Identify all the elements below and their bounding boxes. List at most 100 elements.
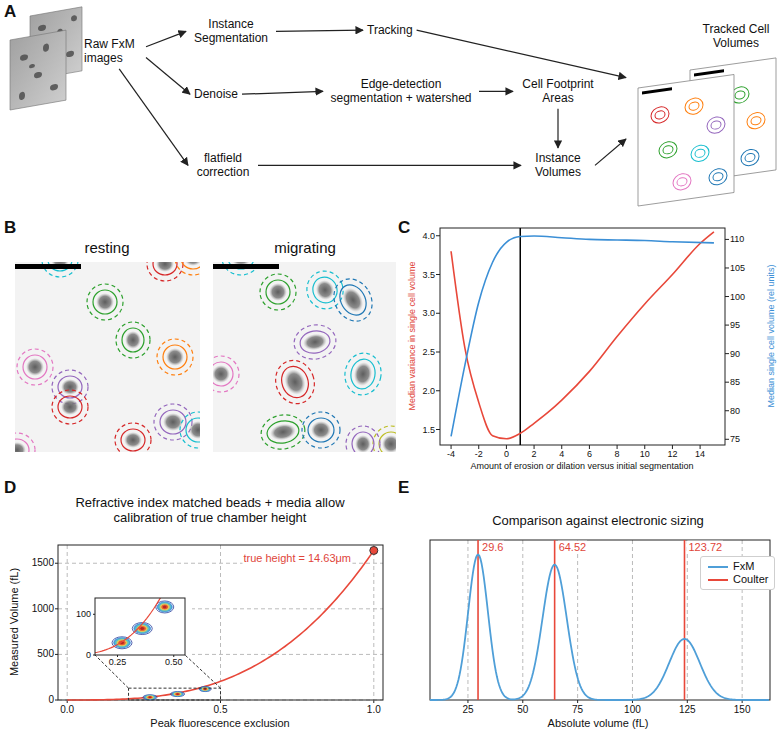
step-label: Tracked Cell Volumes xyxy=(694,22,778,51)
tick-mark xyxy=(436,274,440,275)
cell-contour xyxy=(713,172,723,181)
cell xyxy=(270,355,321,409)
flow-arrow xyxy=(479,91,513,92)
density-contour xyxy=(149,696,151,698)
step-label: flatfield correction xyxy=(192,151,254,180)
flow-arrow xyxy=(258,165,521,166)
tick-mark xyxy=(93,614,95,615)
tick-label: 75 xyxy=(572,704,583,716)
legend-box: FxMCoulter xyxy=(700,556,775,590)
tick-label: 500 xyxy=(37,649,54,661)
cell-blob xyxy=(339,284,368,316)
flow-step: Cell Footprint Areas xyxy=(515,76,601,107)
tick-mark xyxy=(506,445,507,449)
tick-label: 3.0 xyxy=(422,308,435,318)
tick-mark xyxy=(725,267,729,268)
cell-contour xyxy=(277,363,312,402)
cell xyxy=(258,411,307,452)
grid-line xyxy=(373,545,374,700)
cell-contour xyxy=(352,432,374,452)
grid-line xyxy=(220,545,221,700)
cell-blob xyxy=(38,24,46,31)
axis-title: Median single cell volume (rel units) xyxy=(766,264,776,407)
density-contour xyxy=(114,638,131,648)
legend-row: FxM xyxy=(707,560,768,573)
coulter-line xyxy=(477,540,479,700)
panel-letter: D xyxy=(4,478,16,498)
cell-contour-dilated xyxy=(115,423,151,452)
density-contour xyxy=(157,602,172,612)
cell-blob xyxy=(189,421,200,439)
micrograph xyxy=(213,262,396,452)
cell-contour xyxy=(651,106,669,125)
cell-blob xyxy=(213,365,230,383)
inset-frame xyxy=(95,598,185,655)
plot-frame xyxy=(440,228,725,445)
cell-contour xyxy=(655,110,665,119)
cell-contour-dilated xyxy=(52,390,88,424)
cell-contour xyxy=(745,153,755,162)
grid-line xyxy=(67,545,68,700)
step-label: Tracking xyxy=(367,23,413,37)
cell-contour xyxy=(691,144,709,163)
flow-arrow xyxy=(595,139,626,165)
density-contour xyxy=(171,692,185,697)
cell-contour xyxy=(741,148,759,167)
flow-arrow xyxy=(557,109,558,148)
density-contour xyxy=(112,637,132,649)
density-contour xyxy=(143,695,157,700)
scale-bar xyxy=(213,264,279,269)
cell xyxy=(260,274,296,310)
cell-contour xyxy=(15,439,29,452)
cell-blob xyxy=(26,358,44,376)
micrograph-frame xyxy=(10,30,66,110)
tick-label: 0.50 xyxy=(164,657,184,667)
plot-frame xyxy=(58,545,383,700)
grid-line xyxy=(522,540,523,700)
flow-arrow xyxy=(242,91,323,94)
line-chart xyxy=(436,228,729,449)
cell-contour xyxy=(747,111,765,130)
tick-label: 50 xyxy=(517,704,528,716)
cell-contour-dilated xyxy=(342,350,385,398)
tick-label: 1000 xyxy=(32,603,54,615)
zoom-box xyxy=(129,688,221,700)
cell-blob xyxy=(19,91,25,100)
cell-contour xyxy=(186,418,200,442)
tick-label: 85 xyxy=(730,377,740,387)
flow-arrow xyxy=(417,30,626,77)
micrograph xyxy=(15,262,200,452)
cell-contour xyxy=(735,90,745,99)
tick-mark xyxy=(672,445,673,449)
raw-image xyxy=(10,30,66,110)
cell-blob xyxy=(269,283,287,301)
cell-contour xyxy=(695,149,705,158)
micrograph-ground xyxy=(15,262,200,452)
cell-contour xyxy=(379,432,396,452)
cell-contour xyxy=(121,429,145,451)
tick-label: 80 xyxy=(730,406,740,416)
peak-label: 123.72 xyxy=(687,541,723,554)
tick-mark xyxy=(436,390,440,391)
scale-bar xyxy=(694,69,724,76)
tick-label: 150 xyxy=(734,704,751,716)
flow-step: Tracked Cell Volumes xyxy=(628,20,780,212)
density-contour xyxy=(162,605,168,609)
cell-contour xyxy=(335,280,372,320)
cell-contour-dilated xyxy=(157,339,193,375)
cell-blob xyxy=(43,43,49,52)
flow-arrow xyxy=(276,30,363,31)
density-contour xyxy=(156,601,174,613)
cell-contour-dilated xyxy=(326,272,379,328)
density-contour xyxy=(146,696,153,699)
step-label: Cell Footprint Areas xyxy=(517,77,599,106)
cell-blob xyxy=(166,348,184,366)
zoom-line xyxy=(185,655,221,688)
flow-step: Instance Segmentation xyxy=(188,16,274,47)
cell-contour xyxy=(663,145,673,154)
cell-blob xyxy=(352,361,374,388)
step-label: Raw FxM images xyxy=(84,37,142,66)
density-contour xyxy=(159,603,171,611)
cell xyxy=(116,322,150,358)
